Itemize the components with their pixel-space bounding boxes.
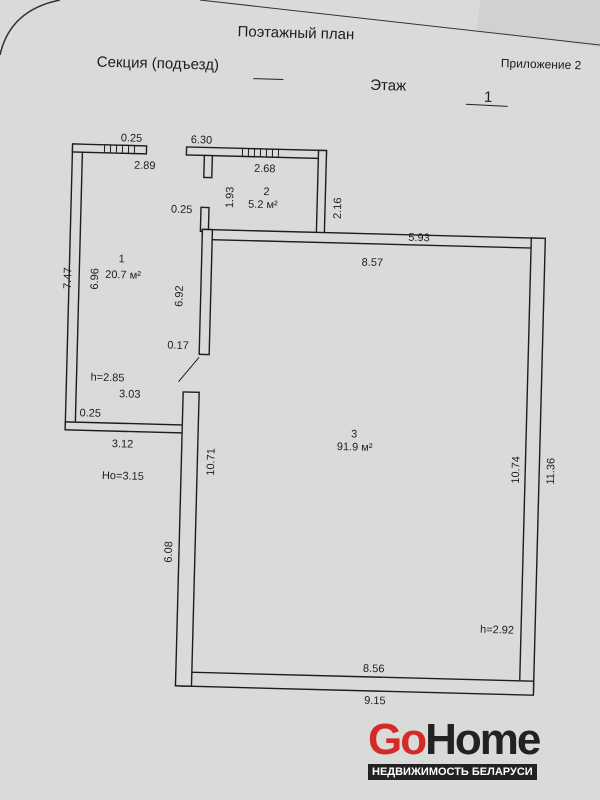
windows <box>103 144 280 383</box>
wall <box>174 391 200 687</box>
section-label: Секция (подъезд) <box>97 54 220 74</box>
dim-label: 2.89 <box>134 160 156 173</box>
logo-tagline: НЕДВИЖИМОСТЬ БЕЛАРУСИ <box>368 764 537 780</box>
logo-home: Home <box>425 715 541 764</box>
dim-label: 6.92 <box>173 285 186 307</box>
dim-label: 7.47 <box>62 267 75 289</box>
dim-label: Ho=3.15 <box>102 470 144 483</box>
room-number: 1 <box>118 253 124 265</box>
dim-label: 6.08 <box>163 541 176 563</box>
logo-go: Go <box>368 715 427 764</box>
dim-label: 2.16 <box>332 197 345 219</box>
wall <box>201 228 540 249</box>
wall <box>71 143 148 155</box>
wall <box>198 228 214 356</box>
dim-label: h=2.92 <box>480 624 514 637</box>
wall <box>315 149 328 240</box>
floor-blank <box>465 103 508 107</box>
dim-label: h=2.85 <box>90 372 124 385</box>
section-blank <box>253 78 284 80</box>
dim-label: 2.68 <box>254 163 276 176</box>
room-area: 20.7 м² <box>105 269 141 282</box>
appendix-label: Приложение 2 <box>501 56 582 72</box>
dim-label: 0.17 <box>167 340 189 353</box>
dim-label: 0.25 <box>171 204 193 217</box>
dim-label: 6.30 <box>191 134 213 147</box>
floor-label: Этаж <box>370 77 406 95</box>
room-number: 2 <box>263 186 269 198</box>
page-corner-curve <box>0 0 61 56</box>
dimension-labels: 0.25 6.30 2.89 2.68 1.93 2.16 0.25 5.93 … <box>62 132 558 708</box>
dim-label: 1.93 <box>224 187 237 209</box>
room-area: 5.2 м² <box>248 199 278 212</box>
dim-label: 6.96 <box>89 268 102 290</box>
dim-label: 3.03 <box>119 388 141 401</box>
page-edge <box>199 0 600 46</box>
floor-value: 1 <box>484 89 493 106</box>
dim-label: 11.36 <box>545 458 558 485</box>
dim-label: 10.74 <box>510 456 523 484</box>
dim-label: 10.71 <box>205 448 218 476</box>
walls <box>64 143 547 696</box>
dim-label: 0.25 <box>79 407 101 420</box>
wall <box>199 206 210 233</box>
plan-title: Поэтажный план <box>237 23 354 43</box>
room-number: 3 <box>351 428 357 440</box>
wall <box>174 671 535 696</box>
wall <box>518 237 547 695</box>
dim-label: 8.57 <box>361 257 383 270</box>
room-area: 91.9 м² <box>337 441 373 454</box>
dim-label: 3.12 <box>112 438 134 451</box>
dim-label: 9.15 <box>364 695 386 708</box>
dim-label: 5.93 <box>408 232 430 245</box>
dim-label: 0.25 <box>121 132 143 145</box>
dim-label: 8.56 <box>363 663 385 676</box>
window <box>103 144 136 155</box>
door-swing <box>178 357 200 383</box>
gohome-watermark-logo: GoHome НЕДВИЖИМОСТЬ БЕЛАРУСИ <box>368 715 541 780</box>
wall <box>203 154 214 179</box>
wall <box>64 421 192 434</box>
